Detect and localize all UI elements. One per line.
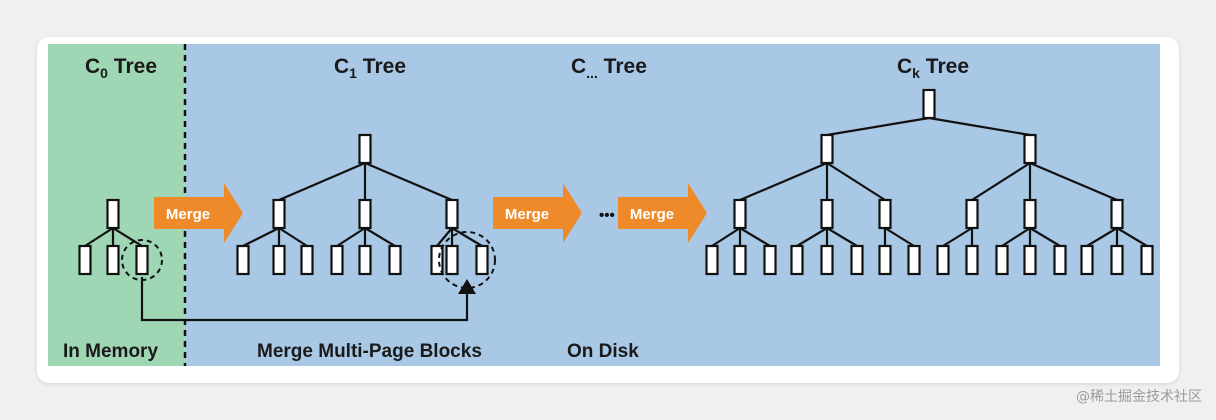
ck-tree-leaf-node <box>907 244 921 276</box>
ck-tree-node <box>1023 198 1037 230</box>
ck-tree-edge <box>1001 227 1031 247</box>
ck-tree-leaf-node <box>820 244 834 276</box>
ck-tree-root-node <box>922 88 936 120</box>
lsm-tree-diagram: C0 Tree C1 Tree C... Tree Ck Tree Merge … <box>48 44 1160 366</box>
c0-tree-leaf-node <box>135 244 149 276</box>
watermark: @稀土掘金技术社区 <box>1076 389 1202 405</box>
c1-merge-block-highlight <box>438 231 496 289</box>
ck-tree-edge <box>826 227 858 247</box>
c1-tree-edge <box>242 227 280 247</box>
ck-tree-leaf-node <box>965 244 979 276</box>
ellipsis-dots: ••• <box>599 207 615 224</box>
ck-tree-edge <box>739 161 828 202</box>
merge-arrow-label: Merge <box>505 206 549 223</box>
c1-tree-leaf-node <box>475 244 489 276</box>
c1-tree-root-node <box>358 133 372 165</box>
ck-tree-leaf-node <box>733 244 747 276</box>
merge-path-connector <box>140 277 469 322</box>
c1-tree-edge <box>451 227 483 247</box>
c1-tree-leaf-node <box>358 244 372 276</box>
ck-tree-leaf-node <box>790 244 804 276</box>
c1-tree-node <box>358 198 372 230</box>
c1-tree-leaf-node <box>300 244 314 276</box>
ck-tree-node <box>1023 133 1037 165</box>
c0-tree-node <box>106 198 120 230</box>
ck-tree-edge <box>1029 227 1061 247</box>
ck-tree-node <box>965 198 979 230</box>
c0-tree-title: C0 Tree <box>85 55 157 81</box>
merge-multi-page-label: Merge Multi-Page Blocks <box>257 341 482 362</box>
c1-tree-leaf-node <box>430 244 444 276</box>
c0-tree-leaf-node <box>106 244 120 276</box>
ck-tree-leaf-node <box>705 244 719 276</box>
ck-tree-edge <box>1029 161 1118 202</box>
merge-arrow-c0-c1: Merge <box>154 183 243 243</box>
ck-tree-leaf-node <box>936 244 950 276</box>
ck-tree-edge <box>942 227 973 247</box>
ck-tree-node <box>733 198 747 230</box>
merge-arrow-label: Merge <box>166 206 210 223</box>
ck-tree-leaf-node <box>1140 244 1154 276</box>
c1-tree-edge <box>364 227 396 247</box>
ck-tree-edge <box>739 227 771 247</box>
c1-tree-edge <box>336 227 366 247</box>
ck-tree-leaf-node <box>763 244 777 276</box>
cdots-tree-title: C... Tree <box>571 55 647 81</box>
ck-tree-edge <box>884 227 915 247</box>
in-memory-label: In Memory <box>63 341 158 362</box>
ck-tree-edge <box>1086 227 1118 247</box>
ck-tree-leaf-node <box>995 244 1009 276</box>
ck-tree-node <box>878 198 892 230</box>
c1-tree-edge <box>436 227 453 247</box>
ck-tree-edge <box>826 116 930 137</box>
c1-tree-leaf-node <box>445 244 459 276</box>
c1-tree-leaf-node <box>330 244 344 276</box>
ck-tree-node <box>820 133 834 165</box>
ck-tree-leaf-node <box>878 244 892 276</box>
c1-tree-leaf-node <box>236 244 250 276</box>
merge-arrow-c1-cdots: Merge <box>493 183 582 243</box>
ck-tree-leaf-node <box>1080 244 1094 276</box>
ck-tree-node <box>820 198 834 230</box>
merge-path-arrowhead <box>458 279 476 294</box>
c1-tree-node <box>445 198 459 230</box>
ck-tree-leaf-node <box>1023 244 1037 276</box>
c0-tree-edge <box>112 227 143 247</box>
ck-tree-node <box>1110 198 1124 230</box>
merge-arrow-label: Merge <box>630 206 674 223</box>
ck-tree-leaf-node <box>1053 244 1067 276</box>
ck-tree-edge <box>928 116 1031 137</box>
ck-tree-edge <box>826 162 886 201</box>
c1-tree-edge <box>278 161 366 202</box>
ck-tree-edge <box>711 227 741 247</box>
c1-tree-leaf-node <box>272 244 286 276</box>
on-disk-label: On Disk <box>567 341 639 362</box>
c0-tree-leaf-node <box>78 244 92 276</box>
ck-tree-leaf-node <box>850 244 864 276</box>
ck-tree-edge <box>971 162 1031 201</box>
c1-tree-edge <box>278 227 308 247</box>
c1-tree-title: C1 Tree <box>334 55 406 81</box>
c0-tree-edge <box>84 227 114 247</box>
ck-tree-title: Ck Tree <box>897 55 969 81</box>
diagram-card: C0 Tree C1 Tree C... Tree Ck Tree Merge … <box>37 37 1179 383</box>
ck-tree-edge <box>1116 227 1148 247</box>
ck-tree-edge <box>796 227 828 247</box>
c1-tree-leaf-node <box>388 244 402 276</box>
merge-arrow-cdots-ck: Merge <box>618 183 707 243</box>
c1-tree-node <box>272 198 286 230</box>
ck-tree-leaf-node <box>1110 244 1124 276</box>
c1-tree-edge <box>364 161 453 202</box>
